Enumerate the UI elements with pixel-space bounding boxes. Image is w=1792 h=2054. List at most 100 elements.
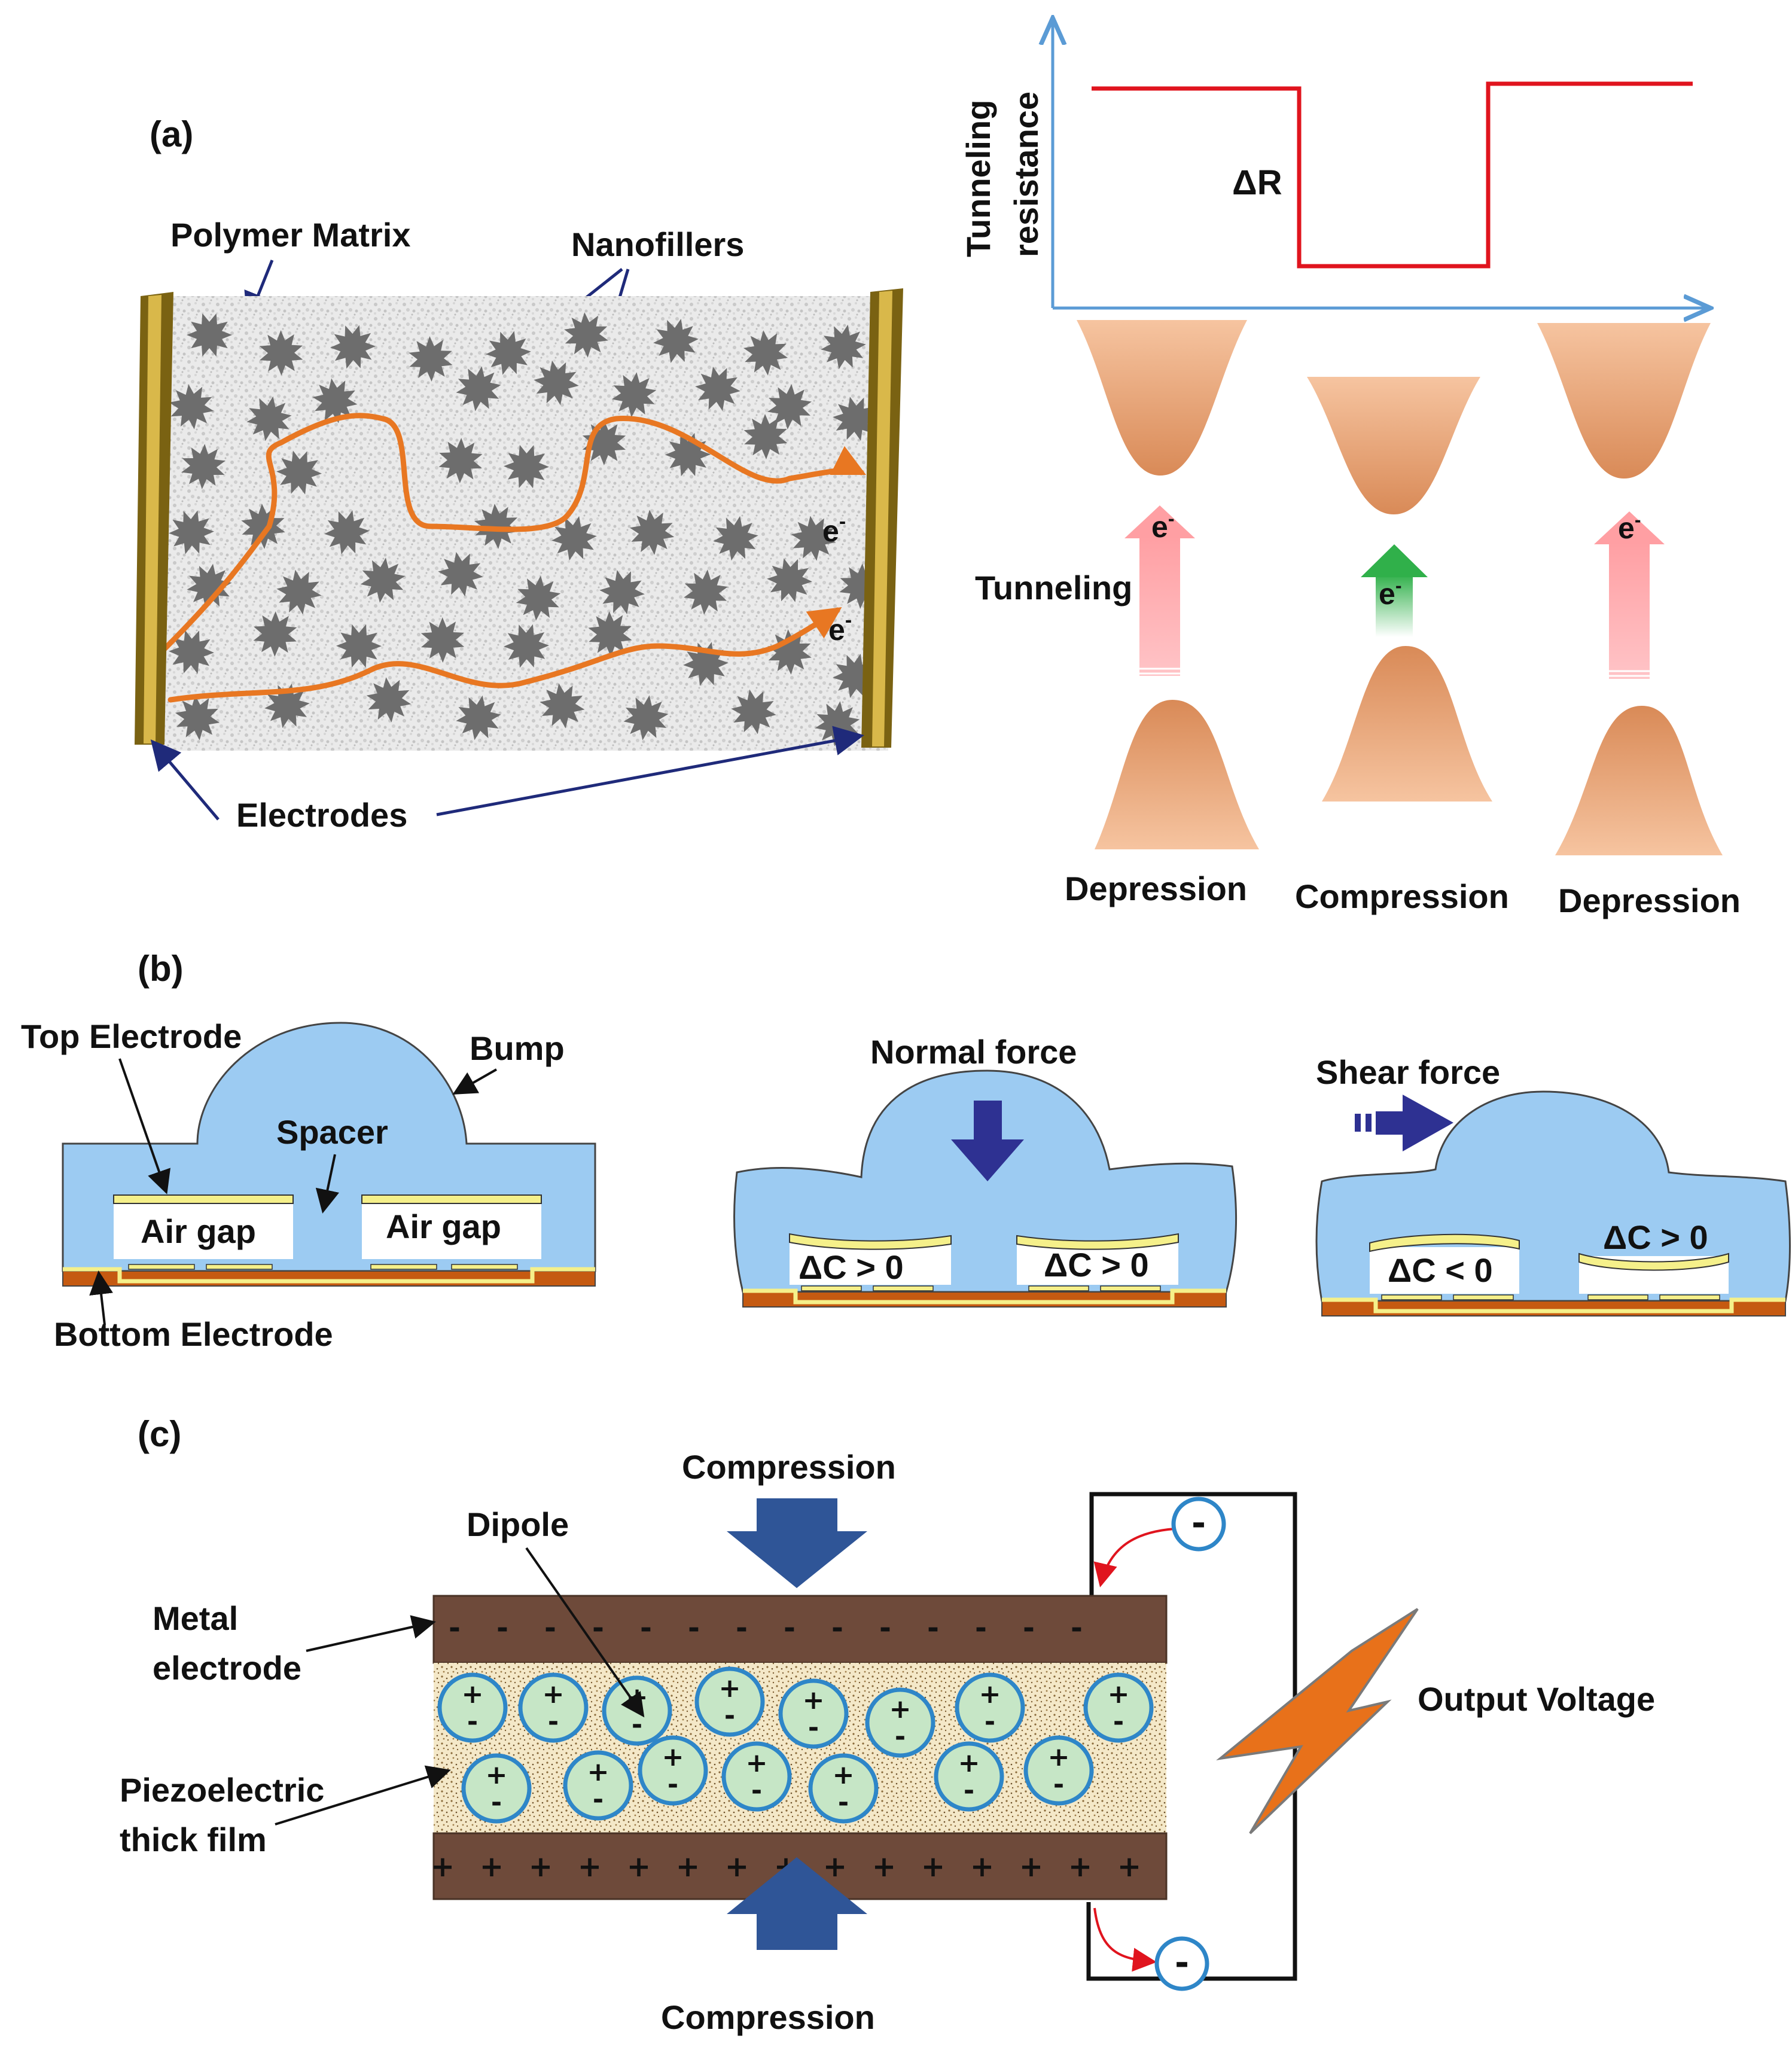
dipole: +- — [721, 1741, 792, 1812]
nanofiller — [629, 510, 675, 555]
spacer-arrow — [315, 1154, 339, 1214]
svg-text:-: - — [548, 1706, 559, 1737]
svg-text:-: - — [668, 1769, 678, 1800]
negative-charge: - — [496, 1611, 508, 1645]
nanofiller — [551, 516, 597, 561]
positive-charge: + — [578, 1850, 602, 1884]
nanofiller — [516, 575, 561, 621]
electrodes-arrow-right — [436, 726, 864, 816]
bump-label: Bump — [470, 1029, 565, 1067]
nanofiller — [611, 372, 657, 417]
svg-text:+: + — [662, 1742, 684, 1772]
nanofiller — [588, 611, 632, 657]
electron-label-gap-3: e- — [1618, 509, 1641, 545]
svg-text:+: + — [486, 1760, 508, 1790]
nanofiller — [599, 569, 645, 615]
capacitive-sensor-shear: ΔC < 0 ΔC > 0 — [1315, 1090, 1791, 1316]
svg-text:+: + — [746, 1748, 768, 1778]
shear-force-label: Shear force — [1316, 1053, 1500, 1091]
nanofiller — [713, 516, 758, 561]
dc-label-normal-left: ΔC > 0 — [799, 1248, 904, 1286]
nanofiller — [743, 330, 788, 376]
nanofiller — [253, 611, 297, 657]
nanofiller — [731, 689, 776, 735]
bottom-electrode-charges: +++++++++++++++ — [431, 1850, 1141, 1884]
nanofiller — [767, 384, 812, 429]
nanofiller-group — [169, 312, 883, 746]
output-circuit: - - — [1086, 1492, 1419, 1991]
state-label-2: Compression — [1295, 877, 1509, 915]
svg-text:-: - — [751, 1775, 762, 1806]
tunneling-gap-compression: e- — [1307, 377, 1492, 802]
normal-force-label: Normal force — [870, 1033, 1077, 1071]
tunneling-gap-depression-left: e- — [1077, 320, 1259, 849]
negative-charge: - — [784, 1611, 796, 1645]
dipole: +- — [694, 1666, 765, 1737]
panel-c: (c) Compression - - Output Voltage -----… — [120, 1414, 1655, 2036]
panel-b: (b) Air gap Air gap Top Electrode Bump S… — [21, 949, 1791, 1353]
svg-text:+: + — [587, 1757, 609, 1787]
nanofiller — [486, 331, 531, 375]
metal-electrode-arrow — [306, 1615, 436, 1652]
piezo-label-2: thick film — [120, 1821, 267, 1858]
dipole: +- — [602, 1675, 672, 1746]
positive-charge: + — [431, 1850, 455, 1884]
nanofiller — [438, 551, 483, 597]
svg-text:+: + — [1048, 1742, 1070, 1772]
nanofiller — [276, 569, 322, 615]
nanofiller — [324, 510, 370, 554]
negative-charge: - — [831, 1611, 843, 1645]
positive-charge: + — [1117, 1850, 1141, 1884]
positive-charge: + — [872, 1850, 896, 1884]
nanofiller — [187, 313, 232, 357]
nanofiller — [815, 701, 860, 746]
negative-charge: - — [975, 1611, 987, 1645]
tunneling-gap-depression-right: e- — [1537, 323, 1723, 855]
svg-text:+: + — [1108, 1679, 1130, 1709]
nanofiller — [276, 450, 322, 495]
top-electrode-arrow — [118, 1058, 170, 1194]
svg-text:-: - — [1053, 1769, 1064, 1800]
dipole-label: Dipole — [467, 1506, 569, 1543]
negative-charge: - — [927, 1611, 939, 1645]
dipole: +- — [778, 1678, 849, 1749]
dipole: +- — [1023, 1735, 1094, 1806]
nanofiller — [187, 563, 232, 609]
positive-charge: + — [529, 1850, 553, 1884]
nanofiller — [264, 683, 310, 729]
graph-ylabel-line1: Tunneling — [959, 100, 997, 257]
dc-label-shear-right: ΔC > 0 — [1603, 1218, 1708, 1256]
substrate — [62, 1270, 596, 1287]
right-electrode — [861, 288, 903, 748]
electron-charge-top — [1171, 1497, 1226, 1552]
nanofiller — [821, 324, 866, 370]
delta-r-label: ΔR — [1232, 163, 1282, 202]
svg-text:+: + — [958, 1748, 980, 1778]
top-electrode-left — [113, 1194, 294, 1204]
nanofiller — [241, 504, 285, 549]
nanofiller — [259, 330, 303, 376]
current-path-upper — [161, 413, 867, 652]
top-electrode-charges: -------------- — [449, 1611, 1083, 1645]
bump-arrow — [452, 1068, 497, 1095]
compression-arrow-bottom — [727, 1857, 867, 1950]
nanofiller — [653, 319, 699, 363]
electron-label-gap-2: e- — [1379, 575, 1401, 611]
nanofiller — [420, 617, 465, 663]
piezo-label-1: Piezoelectric — [120, 1771, 324, 1809]
positive-charge: + — [823, 1850, 847, 1884]
graph-ylabel-line2: resistance — [1007, 92, 1045, 257]
svg-text:+: + — [979, 1679, 1001, 1709]
tunneling-label: Tunneling — [975, 569, 1132, 607]
svg-text:-: - — [985, 1706, 995, 1737]
positive-charge: + — [970, 1850, 994, 1884]
svg-text:-: - — [1113, 1706, 1124, 1737]
dipole: +- — [808, 1753, 879, 1824]
dc-label-shear-left: ΔC < 0 — [1388, 1251, 1493, 1289]
electron-label-lower: e- — [828, 609, 852, 647]
negative-charge: - — [736, 1611, 748, 1645]
svg-text:-: - — [491, 1787, 502, 1818]
nanofiller — [169, 630, 214, 674]
negative-charge: - — [449, 1611, 461, 1645]
svg-text:-: - — [838, 1787, 849, 1818]
